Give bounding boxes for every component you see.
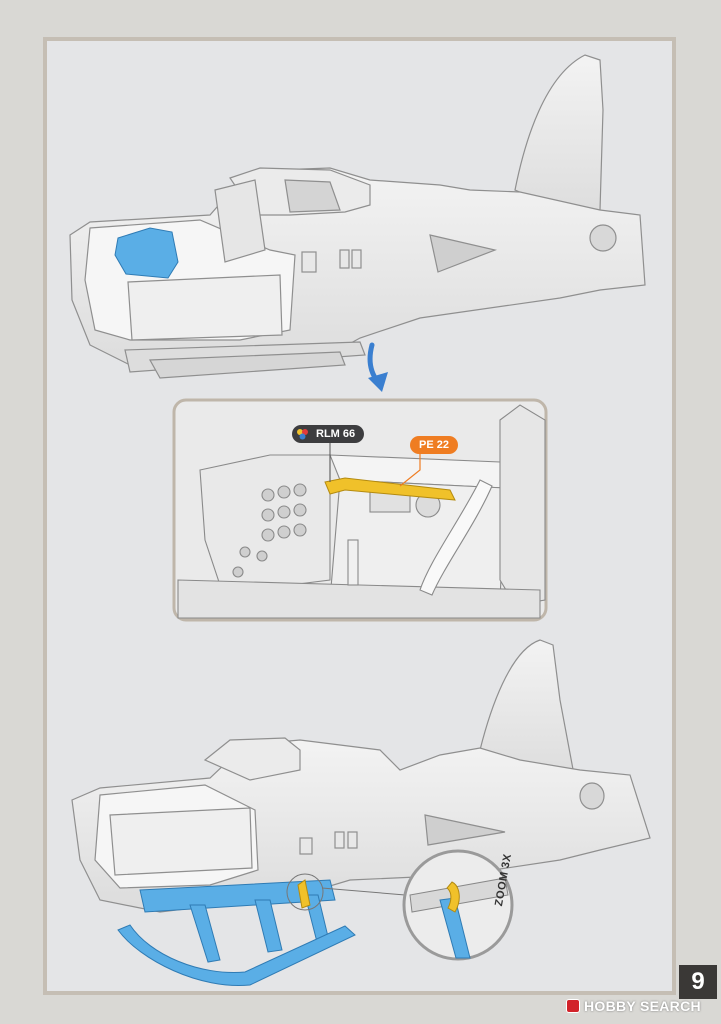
- pe-part-badge: PE 22: [410, 436, 458, 454]
- fuselage-top: [69, 54, 646, 379]
- fuselage-bottom: [71, 639, 651, 913]
- pe-part-rail: [324, 477, 456, 501]
- hobby-search-logo-icon: [566, 999, 580, 1013]
- palette-icon: [296, 428, 310, 440]
- pe-part-label: PE 22: [419, 439, 449, 451]
- rlm-color-label: RLM 66: [316, 428, 356, 440]
- watermark: HOBBY SEARCH: [566, 996, 701, 1016]
- down-arrow-icon: [367, 342, 388, 392]
- zoom-detail: [402, 849, 514, 961]
- pe-part-bottom: [297, 879, 311, 909]
- highlighted-part-panel: [114, 227, 179, 279]
- watermark-text: HOBBY SEARCH: [584, 998, 701, 1014]
- color-callout-badge: RLM 66: [292, 425, 365, 443]
- highlighted-part-skids: [117, 879, 356, 987]
- detail-view: [172, 398, 548, 622]
- page-number: 9: [679, 965, 717, 999]
